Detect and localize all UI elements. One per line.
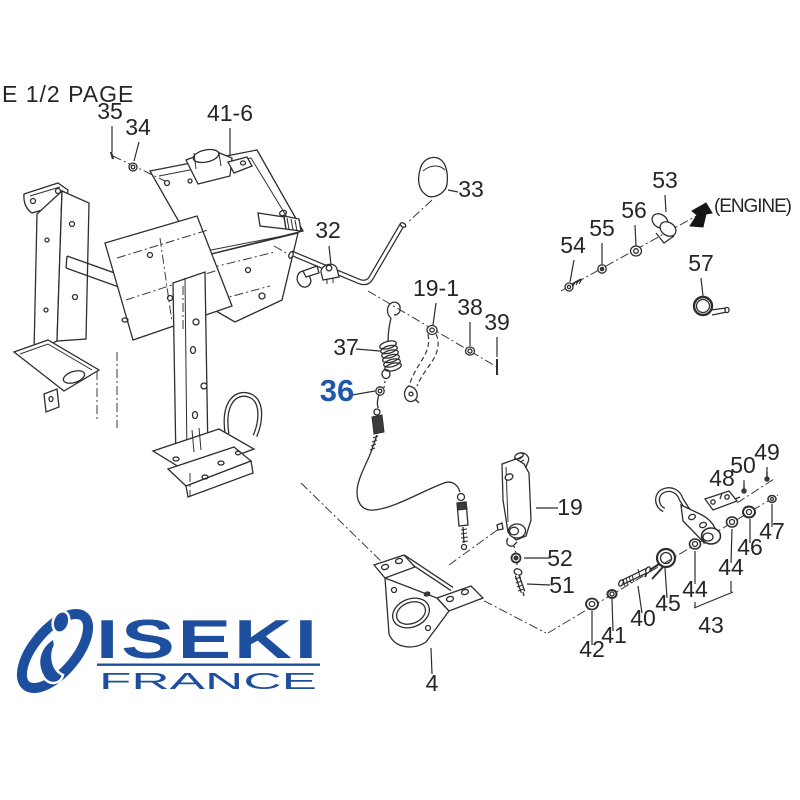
hinge-bracket-41-6 [185, 148, 253, 185]
engine-bracket-group [564, 202, 730, 317]
callout-44-right: 44 [718, 554, 744, 580]
bolt-35-drawing [109, 126, 115, 160]
bracket-4-drawing [372, 554, 485, 648]
iseki-france-logo: ISEKI FRANCE [16, 608, 320, 694]
callout-57: 57 [688, 250, 714, 276]
callout-41: 41 [601, 622, 627, 648]
callout-46: 46 [737, 534, 763, 560]
callout-19-1: 19-1 [413, 275, 459, 301]
callout-33: 33 [458, 176, 484, 202]
callout-51: 51 [549, 572, 575, 598]
callout-38: 38 [457, 294, 483, 320]
callout-34: 34 [125, 114, 151, 140]
tension-spring-drawing [379, 301, 402, 389]
callout-41-6: 41-6 [207, 100, 253, 126]
logo-divider [97, 663, 320, 666]
callout-43: 43 [698, 612, 724, 638]
washer-38-drawing [464, 346, 476, 356]
callout-45: 45 [655, 590, 681, 616]
washer-34-drawing [128, 162, 138, 172]
page-corner-note: E 1/2 PAGE [2, 81, 134, 107]
callout-54: 54 [560, 232, 586, 258]
logo-brand-text: ISEKI [96, 608, 320, 670]
callout-35: 35 [97, 98, 123, 124]
link-19-1-drawing [403, 324, 439, 404]
callout-44-left: 44 [682, 576, 708, 602]
callout-53: 53 [652, 167, 678, 193]
leader-lines [133, 128, 773, 675]
callout-labels: E 1/2 PAGE 35 34 41-6 32 33 19-1 37 36 3… [2, 81, 792, 696]
callout-19: 19 [557, 494, 583, 520]
callout-49: 49 [754, 439, 780, 465]
callout-42: 42 [579, 636, 605, 662]
callout-32: 32 [315, 217, 341, 243]
main-frame-drawing [12, 148, 304, 498]
callout-36-highlighted: 36 [320, 373, 354, 408]
callout-52: 52 [547, 545, 573, 571]
callout-50: 50 [730, 452, 756, 478]
logo-region-text: FRANCE [99, 668, 317, 694]
lever-19-drawing [496, 452, 532, 597]
callout-39: 39 [484, 309, 510, 335]
callout-4: 4 [426, 670, 439, 696]
engine-label: (ENGINE) [714, 196, 792, 217]
callout-40: 40 [630, 605, 656, 631]
callout-48: 48 [709, 465, 735, 491]
throttle-cable-drawing [356, 386, 469, 551]
iseki-emblem-icon [16, 608, 94, 694]
callout-37: 37 [333, 334, 359, 360]
shift-arm-cluster [585, 472, 777, 611]
callout-47: 47 [759, 518, 785, 544]
engine-direction-arrow [689, 202, 713, 228]
gear-lever-drawing [288, 156, 449, 288]
callout-55: 55 [589, 215, 615, 241]
callout-56: 56 [621, 197, 647, 223]
